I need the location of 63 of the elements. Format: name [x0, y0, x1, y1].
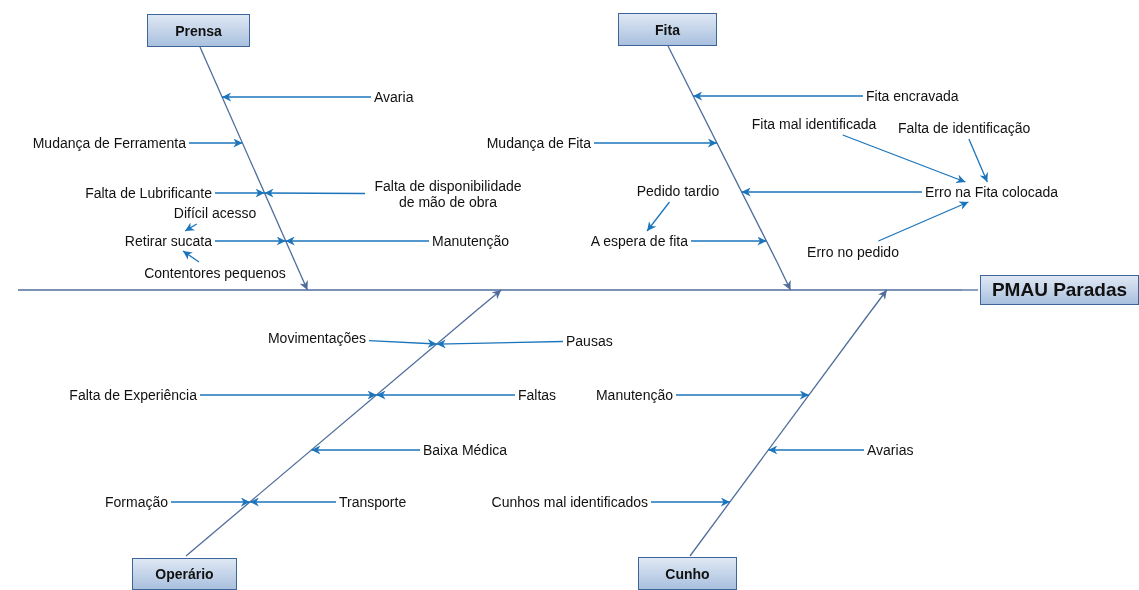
cause-label: Falta de Experiência [69, 387, 197, 403]
arrow [776, 261, 792, 291]
arrow [199, 390, 378, 400]
cause-label: Avarias [867, 442, 914, 458]
cause-label: Mudança de Ferramenta [32, 135, 186, 151]
arrow [214, 188, 266, 198]
arrow [368, 339, 438, 349]
arrow [310, 445, 421, 455]
cause-label: Erro na Fita colocada [925, 184, 1059, 200]
arrow [182, 250, 200, 263]
cause-label: Mudança de Fita [486, 135, 591, 151]
cause-label: Faltas [518, 387, 557, 403]
cause-label: Falta de Lubrificante [85, 185, 212, 201]
cause-label: Cunhos mal identificados [491, 494, 648, 510]
arrow [436, 339, 564, 349]
cause-label: Falta de disponibilidade de mão de obra [368, 178, 528, 210]
arrow [741, 187, 923, 197]
cause-label: Fita encravada [866, 88, 959, 104]
category-box: Prensa [147, 14, 250, 47]
arrow [285, 236, 430, 246]
arrow [214, 236, 287, 246]
arrow [877, 201, 970, 242]
spine-line [17, 289, 963, 291]
cause-label: Fita mal identificada [751, 116, 877, 132]
cause-label: Formação [104, 494, 168, 510]
arrow [188, 138, 244, 148]
arrow [692, 91, 864, 101]
arrow [221, 92, 372, 102]
cause-label: Transporte [339, 494, 407, 510]
cause-label: Manutenção [432, 233, 510, 249]
cause-label: A espera de fita [590, 233, 688, 249]
arrow [375, 390, 516, 400]
category-box: Fita [618, 13, 717, 46]
category-box: Operário [132, 558, 237, 590]
arrow [675, 390, 810, 400]
arrow [767, 445, 865, 455]
line [961, 289, 979, 291]
arrow [968, 138, 988, 183]
cause-label: Baixa Médica [423, 442, 508, 458]
cause-label: Erro no pedido [807, 244, 899, 260]
cause-label: Difícil acesso [173, 205, 257, 221]
cause-label: Retirar sucata [124, 233, 212, 249]
arrow [593, 138, 718, 148]
cause-label: Contentores pequenos [144, 265, 286, 281]
arrow [842, 134, 967, 183]
cause-label: Pedido tardio [636, 183, 720, 199]
cause-label: Pausas [566, 333, 613, 349]
effect-box: PMAU Paradas [980, 275, 1139, 305]
arrow [294, 261, 309, 291]
bone-line [689, 314, 869, 557]
cause-label: Avaria [374, 89, 414, 105]
cause-label: Falta de identificação [898, 120, 1031, 136]
arrow [690, 236, 768, 246]
cause-label: Manutenção [595, 387, 673, 403]
arrow [476, 289, 502, 311]
arrow [263, 188, 366, 198]
arrow [170, 497, 251, 507]
category-box: Cunho [638, 557, 737, 590]
arrow [650, 497, 731, 507]
arrow [249, 497, 337, 507]
arrow [646, 201, 671, 232]
arrow [184, 222, 198, 232]
arrow [867, 289, 888, 316]
